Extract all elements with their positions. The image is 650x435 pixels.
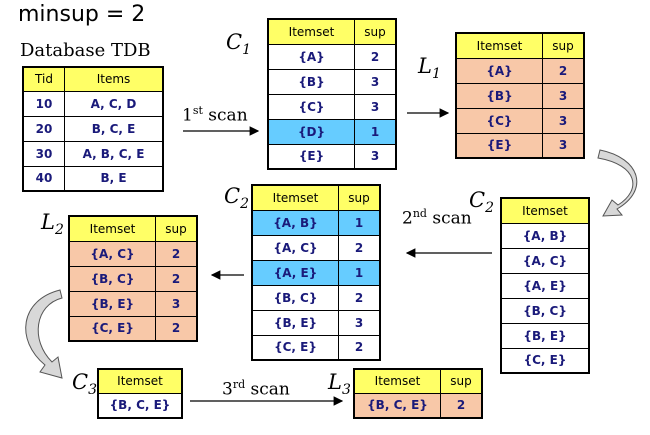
c2-itemset: {A, B}	[251, 209, 339, 236]
c2c-itemset: {A, B}	[500, 222, 590, 249]
l3-header-sup: sup	[440, 368, 483, 394]
database-title: Database TDB	[20, 40, 151, 61]
l2-sup: 2	[155, 315, 198, 342]
c2c-itemset: {A, C}	[500, 247, 590, 274]
c2-itemset: {B, C}	[251, 284, 339, 311]
c2c-itemset: {A, E}	[500, 272, 590, 299]
l3-header-itemset: Itemset	[353, 368, 441, 394]
tdb-header-items: Items	[64, 66, 164, 92]
c2-sup: 2	[338, 334, 381, 361]
c2c-itemset: {B, E}	[500, 322, 590, 349]
l1-sup: 3	[542, 107, 585, 134]
l3-sup: 2	[440, 392, 483, 419]
c2-header-sup: sup	[338, 184, 381, 211]
c1-itemset: {E}	[267, 143, 355, 170]
c2-candidates-table: Itemset {A, B} {A, C} {A, E} {B, C} {B, …	[500, 197, 590, 374]
c1-sup: 2	[354, 43, 397, 70]
c3-label: C3	[72, 370, 97, 399]
c2-itemset: {B, E}	[251, 309, 339, 336]
l2-itemset: {A, C}	[68, 240, 156, 267]
l3-label: L3	[328, 370, 351, 399]
tdb-tid: 10	[22, 90, 65, 117]
c1-itemset: {D}	[267, 118, 355, 145]
c1-sup: 1	[354, 118, 397, 145]
c3-itemset: {B, C, E}	[97, 392, 183, 419]
c2-header-itemset: Itemset	[251, 184, 339, 211]
l2-sup: 2	[155, 265, 198, 292]
tdb-tid: 20	[22, 115, 65, 142]
c2-counted-label: C2	[224, 184, 249, 213]
c2-itemset: {A, C}	[251, 234, 339, 261]
l1-itemset: {B}	[455, 82, 543, 109]
l1-sup: 3	[542, 132, 585, 159]
l2-itemset: {B, E}	[68, 290, 156, 317]
c2c-itemset: {B, C}	[500, 297, 590, 324]
c1-header-sup: sup	[354, 18, 397, 45]
c2-sup: 3	[338, 309, 381, 336]
c1-sup: 3	[354, 93, 397, 120]
l1-header-sup: sup	[542, 32, 585, 59]
l2-header-itemset: Itemset	[68, 215, 156, 242]
minsup-label: minsup = 2	[18, 2, 146, 27]
l1-label: L1	[418, 54, 441, 83]
l1-sup: 2	[542, 57, 585, 84]
c2-sup: 1	[338, 209, 381, 236]
c2-sup: 1	[338, 259, 381, 286]
tdb-items: A, B, C, E	[64, 140, 164, 167]
c2-sup: 2	[338, 284, 381, 311]
c1-itemset: {B}	[267, 68, 355, 95]
l2-itemset: {C, E}	[68, 315, 156, 342]
c2-itemset: {C, E}	[251, 334, 339, 361]
curved-arrow-left	[25, 289, 63, 379]
l2-sup: 3	[155, 290, 198, 317]
c2-candidates-label: C2	[469, 188, 494, 217]
c1-sup: 3	[354, 143, 397, 170]
l3-itemset: {B, C, E}	[353, 392, 441, 419]
l2-itemset: {B, C}	[68, 265, 156, 292]
c1-itemset: {A}	[267, 43, 355, 70]
tdb-items: A, C, D	[64, 90, 164, 117]
c2-sup: 2	[338, 234, 381, 261]
scan-3-label: 3rd scan	[222, 378, 290, 400]
c2-itemset: {A, E}	[251, 259, 339, 286]
c1-itemset: {C}	[267, 93, 355, 120]
l1-itemset: {A}	[455, 57, 543, 84]
l1-sup: 3	[542, 82, 585, 109]
c1-header-itemset: Itemset	[267, 18, 355, 45]
l1-header-itemset: Itemset	[455, 32, 543, 59]
c3-table: Itemset {B, C, E}	[97, 368, 183, 419]
curved-arrow-right	[597, 149, 638, 217]
l1-itemset: {E}	[455, 132, 543, 159]
l2-header-sup: sup	[155, 215, 198, 242]
c2c-header-itemset: Itemset	[500, 197, 590, 224]
tdb-items: B, E	[64, 165, 164, 192]
c1-label: C1	[226, 30, 251, 59]
tdb-items: B, C, E	[64, 115, 164, 142]
tdb-tid: 30	[22, 140, 65, 167]
tdb-tid: 40	[22, 165, 65, 192]
c1-sup: 3	[354, 68, 397, 95]
c2c-itemset: {C, E}	[500, 347, 590, 374]
l1-itemset: {C}	[455, 107, 543, 134]
c3-header-itemset: Itemset	[97, 368, 183, 394]
scan-2-label: 2nd scan	[402, 207, 472, 229]
l2-sup: 2	[155, 240, 198, 267]
tdb-header-tid: Tid	[22, 66, 65, 92]
l2-label: L2	[41, 210, 64, 239]
scan-1-label: 1st scan	[182, 104, 248, 126]
